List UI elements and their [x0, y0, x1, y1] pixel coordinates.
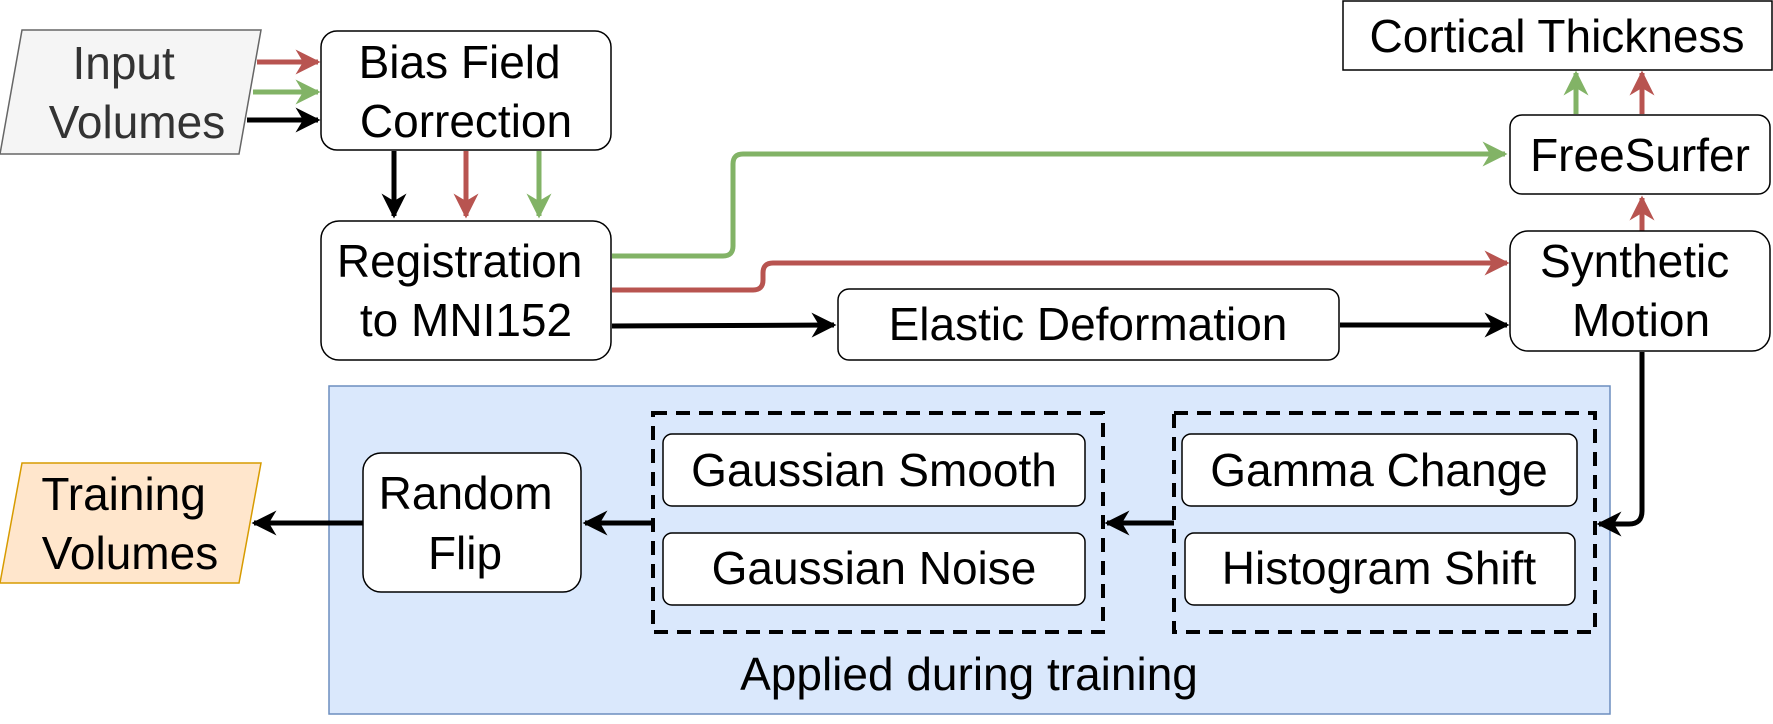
- gamma-change-node: Gamma Change: [1181, 433, 1578, 507]
- gaussian-noise-label: Gaussian Noise: [712, 542, 1037, 594]
- synthetic-motion-node: Synthetic Motion: [1509, 230, 1771, 352]
- cortical-thickness-node: Cortical Thickness: [1342, 0, 1773, 71]
- svg-text:Training Volumes: Training Volumes: [41, 468, 218, 579]
- histogram-shift-node: Histogram Shift: [1184, 532, 1576, 606]
- elastic-deformation-node: Elastic Deformation: [837, 288, 1340, 361]
- input-volumes-line2: Volumes: [49, 96, 225, 148]
- freesurfer-label: FreeSurfer: [1530, 129, 1750, 181]
- registration-line1: Registration: [337, 235, 582, 287]
- bias-field-correction-node: Bias Field Correction: [320, 30, 612, 151]
- cortical-thickness-label: Cortical Thickness: [1370, 10, 1745, 62]
- gamma-change-label: Gamma Change: [1210, 444, 1548, 496]
- training-region-label: Applied during training: [740, 648, 1198, 700]
- training-volumes-line1: Training: [41, 468, 205, 520]
- elastic-deformation-label: Elastic Deformation: [889, 298, 1288, 350]
- bias-field-line1: Bias Field: [359, 36, 561, 88]
- input-volumes-node: Input Volumes: [0, 29, 262, 155]
- gaussian-noise-node: Gaussian Noise: [662, 532, 1086, 606]
- gaussian-smooth-node: Gaussian Smooth: [662, 433, 1086, 507]
- svg-text:Bias Field Correction: Bias Field Correction: [359, 36, 574, 147]
- edge-registration-to-freesurfer-green: [612, 141, 1508, 259]
- random-flip-line1: Random: [379, 467, 553, 519]
- registration-node: Registration to MNI152: [320, 220, 612, 361]
- bias-field-line2: Correction: [360, 95, 572, 147]
- input-volumes-line1: Input: [72, 37, 175, 89]
- random-flip-line2: Flip: [428, 527, 502, 579]
- edge-registration-to-elastic-black: [611, 312, 837, 338]
- edge-registration-to-motion-red: [612, 250, 1510, 293]
- svg-text:Synthetic Motion: Synthetic Motion: [1540, 235, 1742, 346]
- edge-motion-to-intensity-black: [1596, 352, 1645, 537]
- histogram-shift-label: Histogram Shift: [1222, 542, 1537, 594]
- gaussian-smooth-label: Gaussian Smooth: [691, 444, 1057, 496]
- synthetic-motion-line2: Motion: [1572, 294, 1710, 346]
- synthetic-motion-line1: Synthetic: [1540, 235, 1729, 287]
- training-volumes-node: Training Volumes: [0, 462, 262, 584]
- training-volumes-line2: Volumes: [42, 527, 218, 579]
- random-flip-node: Random Flip: [362, 452, 582, 593]
- intensity-group: [1172, 411, 1597, 634]
- registration-line2: to MNI152: [360, 294, 572, 346]
- freesurfer-node: FreeSurfer: [1509, 114, 1771, 195]
- svg-text:Input Volumes: Input Volumes: [49, 37, 225, 148]
- svg-text:Random Flip: Random Flip: [379, 467, 566, 579]
- svg-text:Registration to MNI152: Registration to MNI152: [337, 235, 595, 346]
